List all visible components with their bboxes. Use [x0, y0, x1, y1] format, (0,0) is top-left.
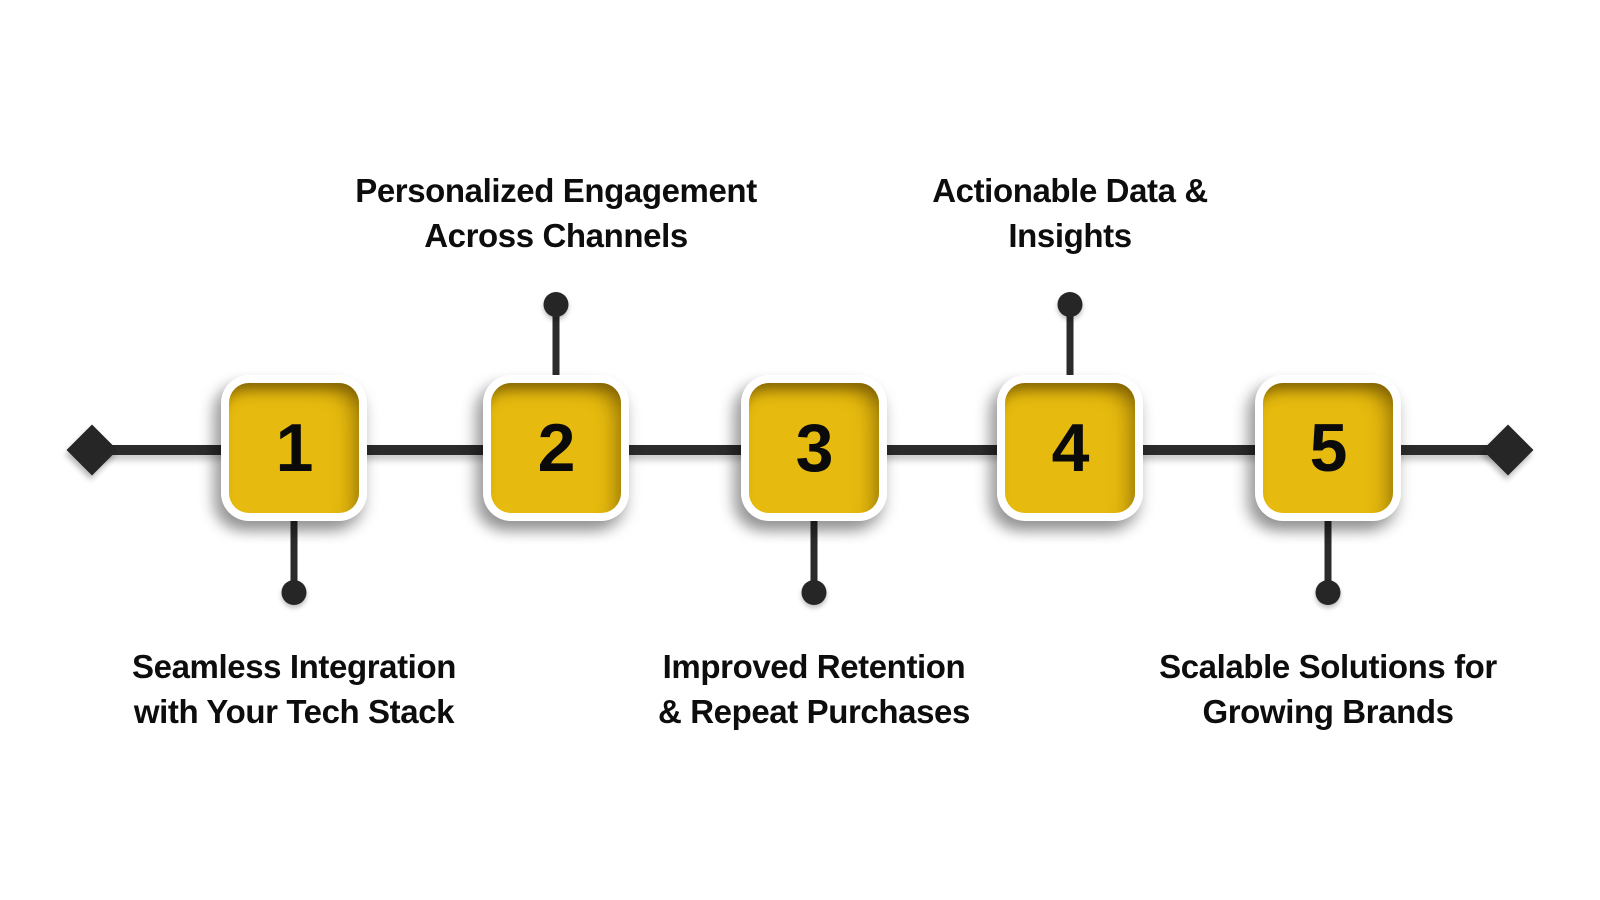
- timeline-end-diamond-icon: [1482, 424, 1534, 476]
- timeline-start-diamond-icon: [66, 424, 118, 476]
- step-number: 5: [1309, 410, 1348, 486]
- step-label: Seamless Integration with Your Tech Stac…: [132, 648, 456, 730]
- step-label: Personalized Engagement Across Channels: [355, 172, 757, 254]
- step-box-1: 1: [221, 375, 367, 521]
- step-box-5: 5: [1255, 375, 1401, 521]
- step-box-3: 3: [741, 375, 887, 521]
- step-box-fill: 1: [229, 383, 359, 513]
- connector-dot-icon: [543, 292, 569, 317]
- connector-dot-icon: [281, 580, 307, 605]
- connector-line: [290, 510, 298, 592]
- step-box-fill: 4: [1005, 383, 1135, 513]
- step-number: 3: [795, 410, 834, 486]
- step-label: Scalable Solutions for Growing Brands: [1159, 648, 1497, 730]
- step-box-2: 2: [483, 375, 629, 521]
- step-box-fill: 2: [491, 383, 621, 513]
- connector-dot-icon: [1315, 580, 1341, 605]
- connector-dot-icon: [1057, 292, 1083, 317]
- step-box-fill: 3: [749, 383, 879, 513]
- step-number: 1: [275, 410, 314, 486]
- connector-dot-icon: [801, 580, 827, 605]
- step-label: Actionable Data & Insights: [932, 172, 1208, 254]
- connector-line: [1324, 510, 1332, 592]
- connector-line: [810, 510, 818, 592]
- step-number: 2: [537, 410, 576, 486]
- connector-line: [552, 305, 560, 385]
- connector-line: [1066, 305, 1074, 385]
- step-label: Improved Retention & Repeat Purchases: [658, 648, 970, 730]
- step-box-fill: 5: [1263, 383, 1393, 513]
- step-box-4: 4: [997, 375, 1143, 521]
- step-number: 4: [1051, 410, 1090, 486]
